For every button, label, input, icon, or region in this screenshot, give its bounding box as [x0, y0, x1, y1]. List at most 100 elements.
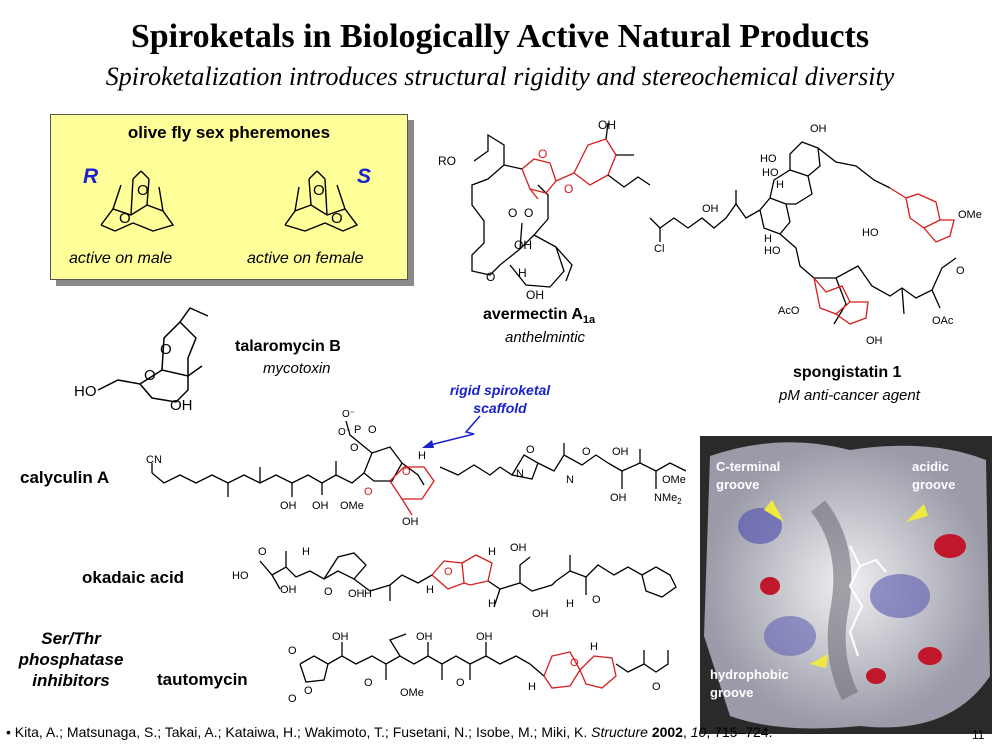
slide-subtitle: Spiroketalization introduces structural …	[105, 62, 895, 91]
okadaic-h-5: H	[488, 598, 496, 610]
acidic-line-1: acidic	[912, 459, 949, 474]
calyculin-oh-3: OH	[612, 446, 629, 458]
c-terminal-line-1: C-terminal	[716, 459, 781, 474]
avermectin-ester-o: O	[524, 206, 533, 220]
r-activity-label: active on male	[69, 250, 173, 267]
okadaic-oh-4: OH	[532, 608, 549, 620]
acidic-line-2: groove	[912, 477, 956, 492]
reference-volume: 10	[690, 724, 707, 740]
talaromycin-o2: O	[144, 367, 156, 384]
c-terminal-groove-label: C-terminal groove	[716, 458, 780, 494]
avermectin-subscript: 1a	[582, 314, 596, 327]
calyculin-ring-o2: O	[402, 466, 411, 478]
spongistatin-activity: pM anti-cancer agent	[779, 387, 920, 404]
avermectin-activity: anthelmintic	[505, 329, 586, 346]
reference-journal: Structure	[591, 724, 648, 740]
calyculin-oxazole-o: O	[526, 444, 535, 456]
annotation-line-2: scaffold	[473, 400, 527, 416]
talaromycin-structure: HO O O OH	[74, 307, 209, 414]
talaromycin-ho: HO	[74, 383, 97, 400]
reference-year: 2002	[651, 724, 683, 740]
spongistatin-oac: OAc	[932, 315, 954, 327]
tautomycin-o-3: O	[288, 693, 297, 705]
tautomycin-o-4: O	[364, 677, 373, 689]
page-number: 11	[972, 728, 985, 742]
tautomycin-red-o: O	[570, 657, 579, 669]
tautomycin-o-5: O	[456, 677, 465, 689]
hydrophobic-line-1: hydrophobic	[710, 667, 789, 682]
calyculin-o-minus-1: O⁻	[342, 409, 355, 420]
spongistatin-ketone-o: O	[956, 265, 965, 277]
tautomycin-h-1: H	[528, 681, 536, 693]
okadaic-acid-o: O	[258, 546, 267, 558]
tautomycin-h-2: H	[590, 641, 598, 653]
spongistatin-name: spongistatin 1	[793, 364, 902, 381]
spongistatin-aco: AcO	[778, 305, 800, 317]
reference-bullet: •	[6, 724, 11, 740]
avermectin-carbonyl-o: O	[508, 206, 517, 220]
tautomycin-o-2: O	[304, 685, 313, 697]
calyculin-oh-4: OH	[610, 492, 627, 504]
acidic-groove-label: acidic groove	[912, 458, 955, 494]
calyculin-p-o: O	[368, 424, 377, 436]
avermectin-furan-o: O	[486, 270, 495, 284]
okadaic-name: okadaic acid	[82, 568, 185, 587]
spongistatin-ho-1: HO	[760, 153, 777, 165]
s-pheromone-structure: O O	[284, 170, 359, 232]
talaromycin-name: talaromycin B	[235, 338, 341, 355]
talaromycin-o1: O	[160, 341, 172, 358]
tautomycin-structure: O O O OH O OH OMe O OH H O H O	[288, 631, 669, 705]
inhibitor-label: Ser/Thr phosphatase inhibitors	[6, 628, 136, 691]
okadaic-ring-o: O	[324, 586, 333, 598]
okadaic-oh-1: OH	[280, 584, 297, 596]
reference-citation: • Kita, A.; Matsunaga, S.; Takai, A.; Ka…	[6, 724, 773, 740]
okadaic-structure: HO O OH H O OH H H O H OH H OH H O	[232, 542, 677, 620]
avermectin-structure: RO OH O O O O OH O OH H	[438, 118, 651, 302]
r-pheromone-structure: O O	[100, 170, 175, 232]
r-ring-oxygen-2: O	[119, 210, 131, 227]
annotation-line-1: rigid spiroketal	[449, 382, 551, 398]
slide-title: Spiroketals in Biologically Active Natur…	[130, 18, 870, 55]
hydrophobic-groove-label: hydrophobic groove	[710, 666, 789, 702]
calyculin-name: calyculin A	[20, 468, 110, 487]
spongistatin-cl: Cl	[654, 243, 664, 255]
calyculin-ome-1: OMe	[340, 500, 364, 512]
calyculin-phosphate-o: O	[350, 442, 359, 454]
tautomycin-o-6: O	[652, 681, 661, 693]
calyculin-ome-2: OMe	[662, 474, 686, 486]
okadaic-h-1: H	[302, 546, 310, 558]
inhibitor-line-3: inhibitors	[32, 671, 110, 690]
okadaic-h-6: H	[566, 598, 574, 610]
s-activity-label: active on female	[247, 250, 364, 267]
calyculin-cn: CN	[146, 454, 162, 466]
calyculin-nh: N	[566, 474, 574, 486]
hydrophobic-line-2: groove	[710, 685, 754, 700]
spongistatin-ome: OMe	[958, 209, 982, 221]
spongistatin-oh-2: OH	[702, 203, 719, 215]
spongistatin-ho-3: HO	[764, 245, 781, 257]
okadaic-oh-2: OH	[348, 588, 365, 600]
okadaic-red-o: O	[444, 566, 453, 578]
s-ring-oxygen-2: O	[331, 210, 343, 227]
calyculin-oh-2: OH	[312, 500, 329, 512]
calyculin-o-minus-2: O⁻	[338, 427, 351, 438]
spongistatin-ho-2: HO	[762, 167, 779, 179]
rigid-scaffold-annotation: rigid spiroketal scaffold	[440, 381, 560, 417]
okadaic-h-2: H	[364, 588, 372, 600]
spongistatin-ho-4: HO	[862, 227, 879, 239]
r-config-label: R	[83, 165, 99, 188]
calyculin-oh-ring: OH	[402, 516, 419, 528]
avermectin-ring-o2: O	[564, 182, 573, 196]
spongistatin-structure: OH HO HO H OH Cl H HO HO OMe AcO OAc OH …	[649, 123, 982, 347]
spongistatin-h-2: H	[764, 233, 772, 245]
protein-surface-image: C-terminal groove acidic groove hydropho…	[700, 436, 992, 734]
calyculin-structure: CN O⁻ O⁻ P O O O O H OH OH OH OMe N O N …	[146, 409, 687, 528]
tautomycin-oh-3: OH	[476, 631, 493, 643]
spongistatin-h-1: H	[776, 179, 784, 191]
avermectin-oh-top: OH	[598, 118, 616, 132]
calyculin-p: P	[354, 424, 361, 436]
okadaic-h-3: H	[426, 584, 434, 596]
annotation-arrow	[422, 415, 481, 448]
spongistatin-oh-1: OH	[810, 123, 827, 135]
avermectin-oh-bottom: OH	[526, 288, 544, 302]
